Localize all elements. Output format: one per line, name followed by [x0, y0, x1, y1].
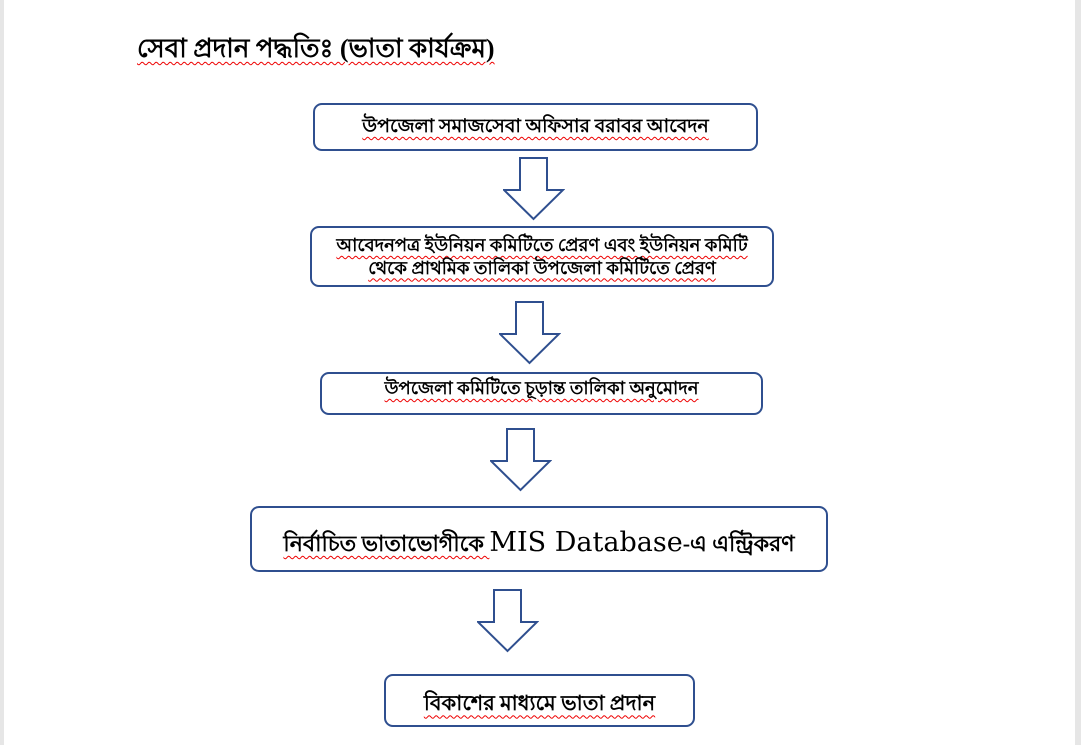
step-2-line-2: থেকে প্রাথমিক তালিকা উপজেলা কমিটিতে প্রে… — [368, 257, 716, 278]
down-arrow-icon — [477, 589, 539, 653]
document-page: সেবা প্রদান পদ্ধতিঃ (ভাতা কার্যক্রম) উপজ… — [4, 0, 1075, 745]
down-arrow-icon — [490, 428, 552, 492]
flow-step-1: উপজেলা সমাজসেবা অফিসার বরাবর আবেদন — [313, 103, 758, 151]
down-arrow-icon — [503, 157, 565, 221]
page-title: সেবা প্রদান পদ্ধতিঃ (ভাতা কার্যক্রম) — [137, 34, 495, 63]
flow-step-5: বিকাশের মাধ্যমে ভাতা প্রদান — [384, 674, 695, 727]
step-1-text: উপজেলা সমাজসেবা অফিসার বরাবর আবেদন — [362, 116, 709, 138]
flow-step-2: আবেদনপত্র ইউনিয়ন কমিটিতে প্রেরণ এবং ইউন… — [310, 226, 774, 287]
flow-step-3: উপজেলা কমিটিতে চূড়ান্ত তালিকা অনুমোদন — [320, 372, 763, 415]
step-3-text: উপজেলা কমিটিতে চূড়ান্ত তালিকা অনুমোদন — [384, 378, 699, 398]
mis-database-label: MIS Database — [489, 527, 683, 559]
down-arrow-icon — [499, 301, 561, 365]
flow-step-4: নির্বাচিত ভাতাভোগীকে MIS Database-এ এন্ট… — [250, 506, 828, 572]
step-4-text-pre: নির্বাচিত ভাতাভোগীকে — [283, 531, 490, 557]
step-2-line-1: আবেদনপত্র ইউনিয়ন কমিটিতে প্রেরণ এবং ইউন… — [336, 235, 748, 255]
step-5-text: বিকাশের মাধ্যমে ভাতা প্রদান — [423, 691, 656, 716]
step-4-text-post: -এ এন্ট্রিকরণ — [682, 531, 795, 557]
